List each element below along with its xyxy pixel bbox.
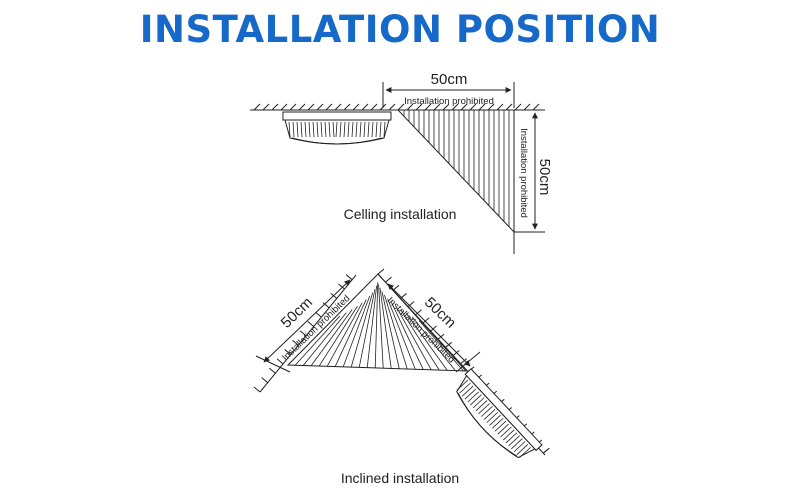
ceiling-surface	[250, 103, 540, 111]
ceiling-caption: Celling installation	[344, 206, 457, 222]
inclined-installation: 50cm Installation prohibited 50cm Instal…	[253, 268, 550, 486]
ceiling-height-label: 50cm	[536, 159, 553, 196]
ceiling-width-label: 50cm	[431, 71, 468, 88]
ceiling-width-dimension	[382, 82, 515, 108]
inclined-caption: Inclined installation	[341, 470, 459, 486]
inclined-left-dimension	[255, 279, 351, 373]
ceiling-installation: 50cm Installation prohibited Installatio…	[250, 71, 553, 254]
ceiling-height-dimension	[513, 109, 545, 254]
ceiling-detector-icon	[282, 111, 392, 145]
inclined-detector-icon	[456, 368, 543, 459]
ceiling-prohibited-zone	[396, 109, 515, 234]
ceiling-horizontal-note: Installation prohibited	[404, 96, 494, 107]
page-title: INSTALLATION POSITION	[139, 8, 661, 51]
inclined-right-label: 50cm	[421, 294, 459, 332]
inclined-right-dimension	[387, 283, 481, 373]
ceiling-vertical-note: Installation prohibited	[518, 128, 529, 218]
